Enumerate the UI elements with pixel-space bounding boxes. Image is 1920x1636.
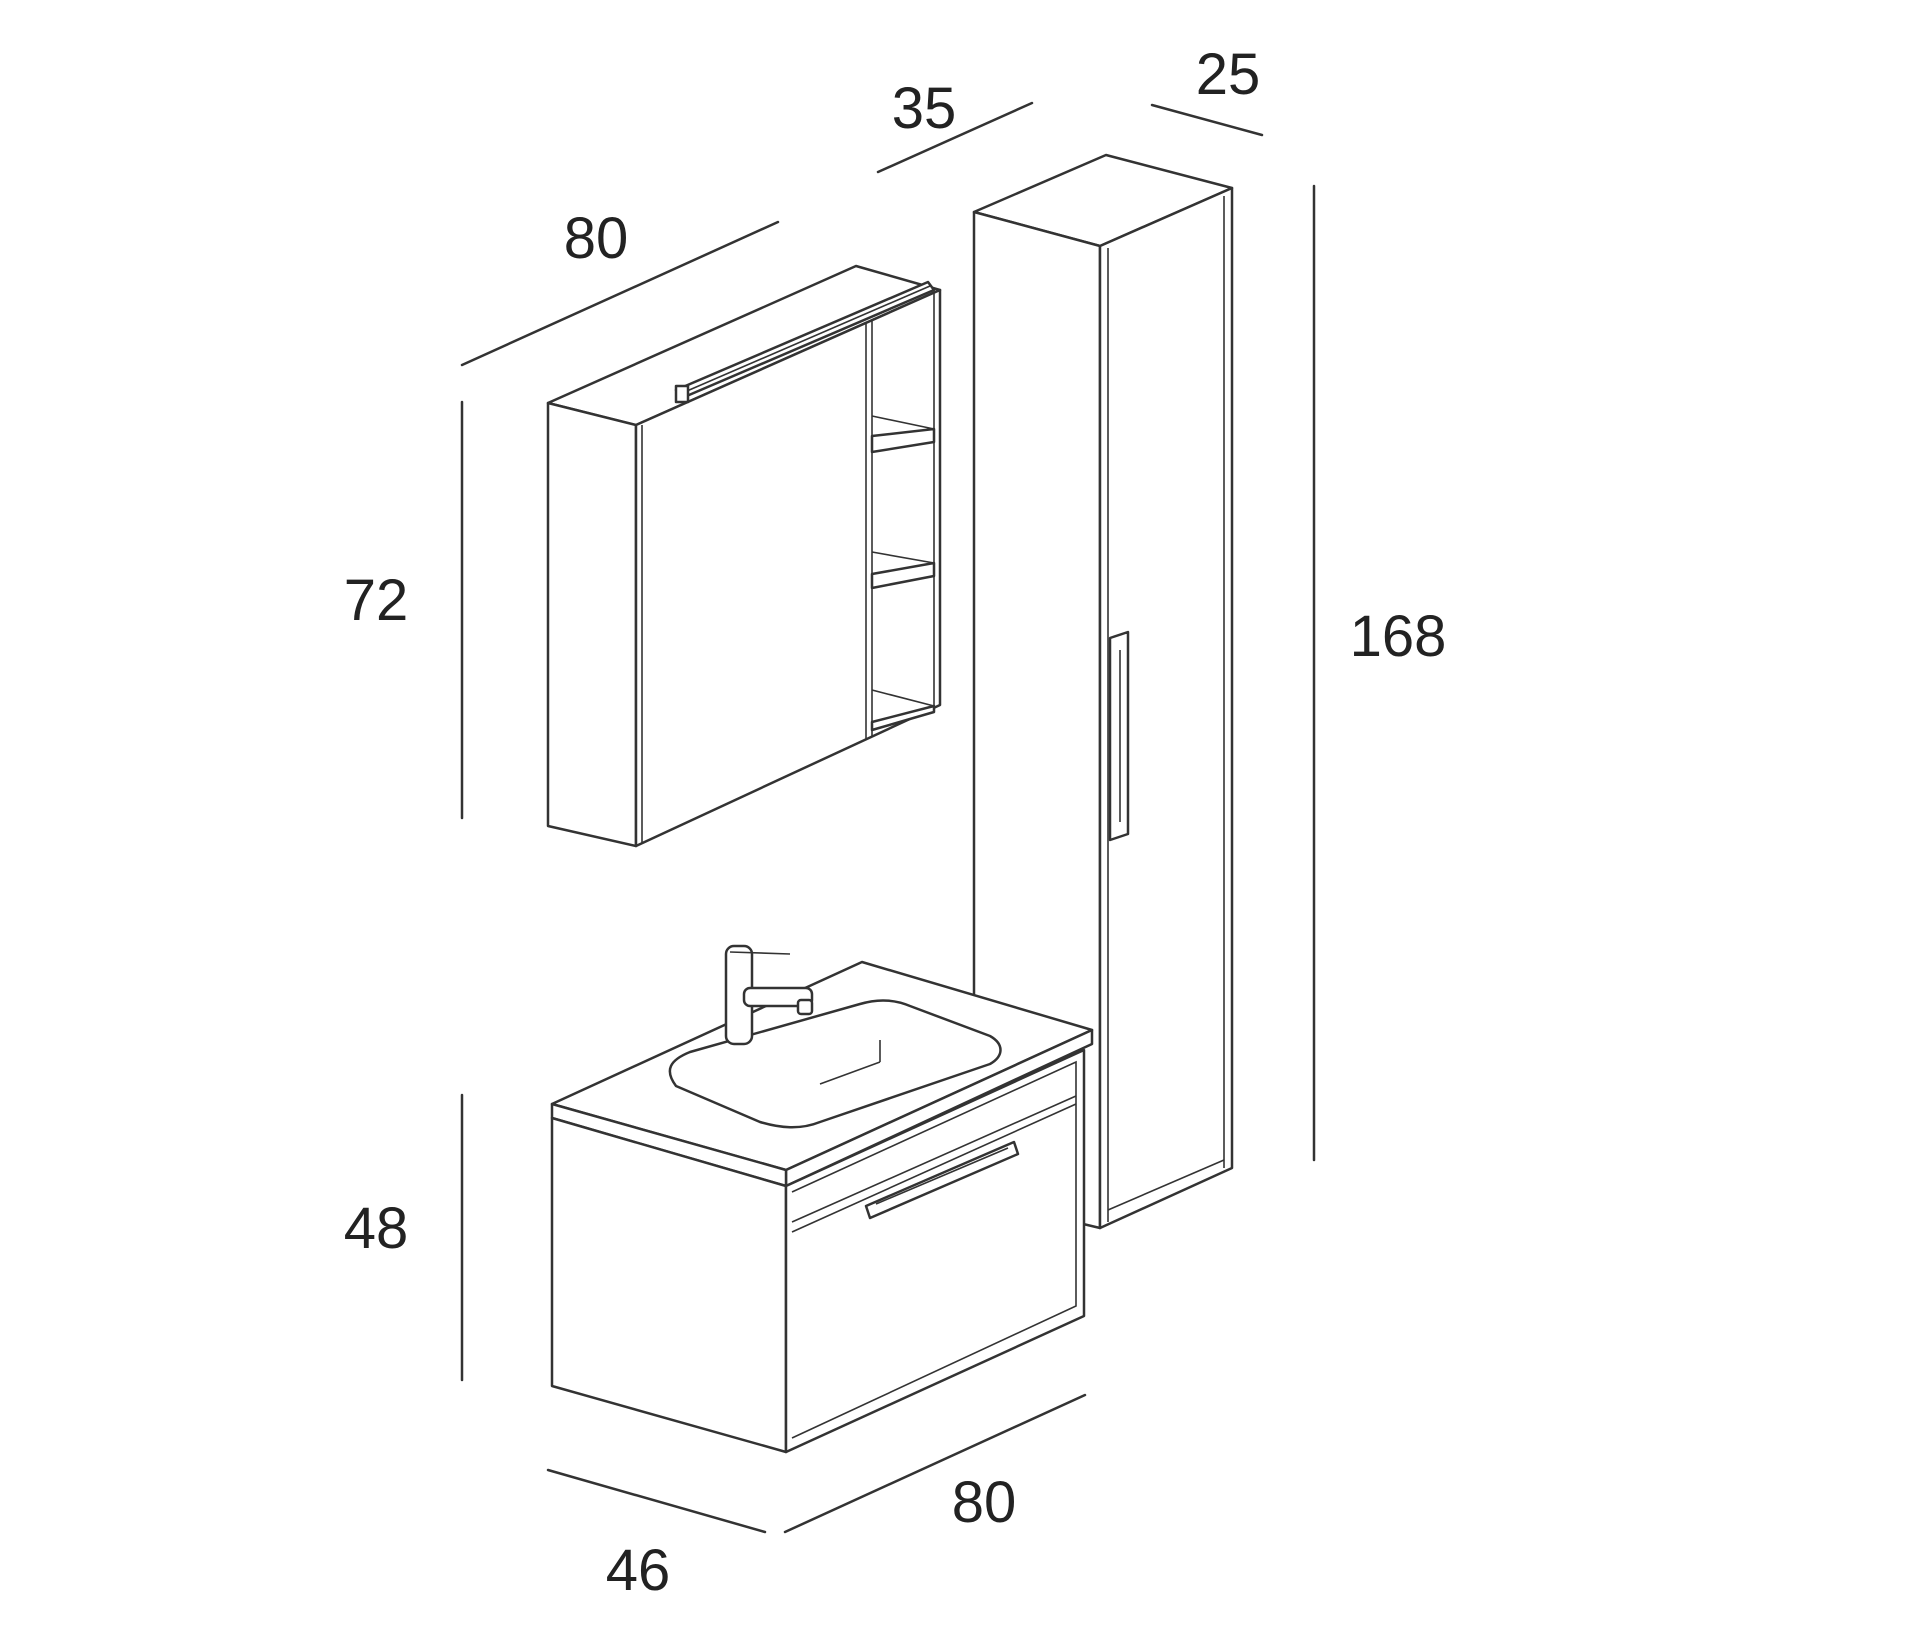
drawer-handle-grip: [875, 1147, 1009, 1205]
sink-inner-edge: [819, 1040, 881, 1085]
column-handle-icon: [1108, 630, 1130, 842]
mirror-width-label: 80: [564, 206, 629, 271]
vanity-width-dimension-line: [783, 1393, 1087, 1534]
mirror-depth-label: 35: [892, 76, 957, 141]
column-depth-label: 25: [1196, 42, 1261, 107]
led-light-bar-detail: [679, 285, 931, 395]
vanity-depth-label: 46: [606, 1538, 671, 1603]
column-height-label: 168: [1350, 604, 1447, 669]
upper-shelf: [870, 427, 936, 454]
bottom-shelf-back: [871, 689, 935, 707]
lower-shelf-back: [871, 551, 935, 564]
bottom-shelf: [870, 704, 936, 732]
column-front: [1098, 186, 1234, 1230]
drawer-top-line-2: [791, 1103, 1077, 1233]
vanity-unit: [550, 944, 1094, 1454]
mirror-cabinet: [546, 264, 942, 848]
dimension-labels: 80 72 35 25 168 48 46 80: [344, 42, 1447, 1603]
mirror-cabinet-front: [634, 288, 942, 848]
mirror-height-label: 72: [344, 568, 409, 633]
drawer-handle-icon: [864, 1140, 1020, 1220]
vanity-width-label: 80: [952, 1470, 1017, 1535]
sink-basin: [668, 999, 1002, 1129]
tall-column: [972, 153, 1234, 1230]
dimension-lines: [460, 101, 1316, 1534]
column-frame-inner-bottom: [1107, 1159, 1225, 1211]
faucet-icon: [724, 944, 814, 1046]
column-depth-dimension-line: [1150, 103, 1264, 137]
vanity-depth-dimension-line: [546, 1468, 767, 1534]
vanity-front-frame: [791, 1060, 1077, 1439]
mirror-cabinet-side: [546, 401, 638, 848]
lower-shelf: [870, 561, 936, 590]
vanity-height-label: 48: [344, 1196, 409, 1261]
light-switch-icon: [674, 384, 690, 404]
upper-shelf-back: [871, 415, 935, 430]
drawer-top-line: [791, 1095, 1077, 1223]
mirror-depth-dimension-line: [876, 101, 1034, 174]
mirror-width-dimension-line: [460, 220, 780, 367]
